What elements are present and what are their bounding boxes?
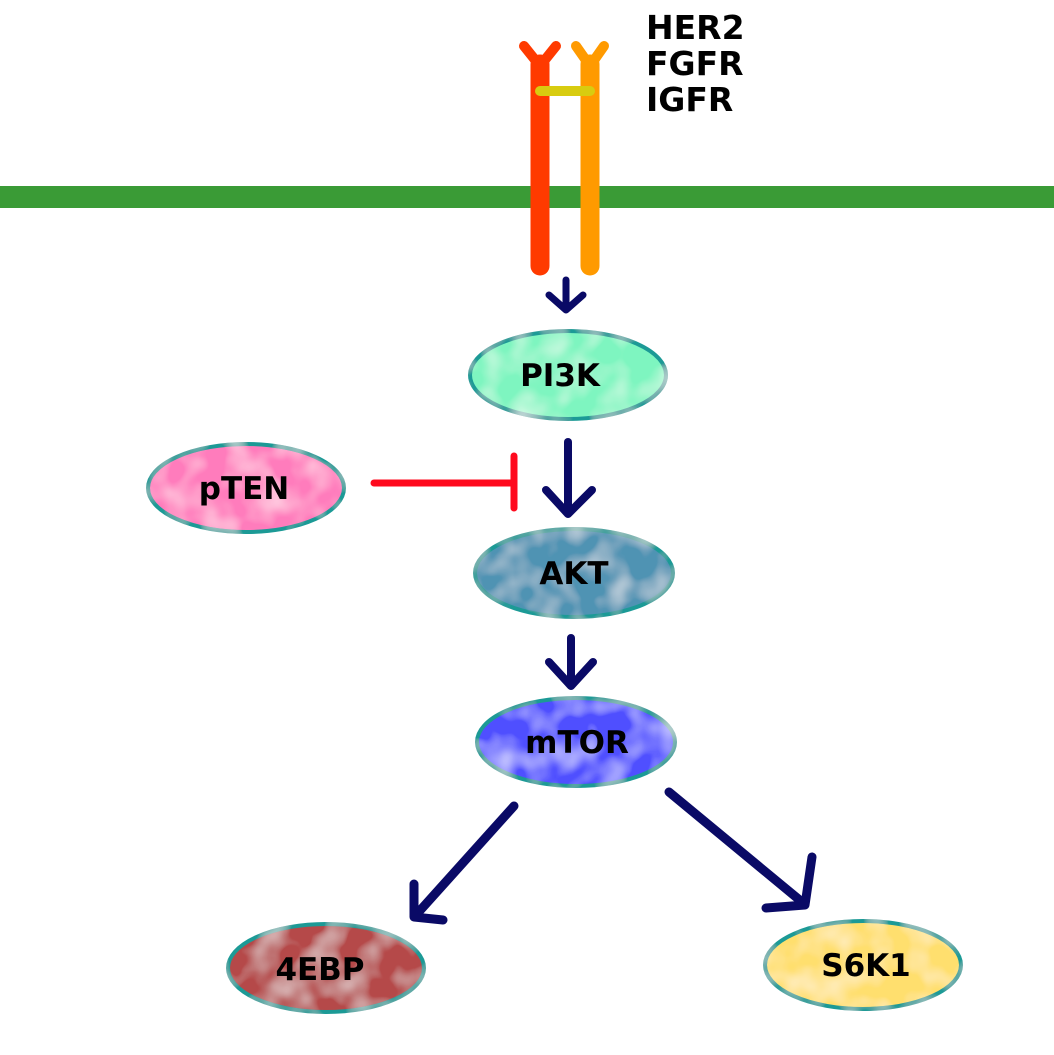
s6k1-ellipse — [763, 919, 963, 1011]
pten-label: pTEN — [199, 471, 289, 507]
receptor-label-igfr: IGFR — [646, 80, 733, 119]
receptor-label-her2: HER2 — [646, 8, 745, 47]
receptor-label-fgfr: FGFR — [646, 44, 744, 83]
akt-label: AKT — [539, 556, 608, 592]
pten-ellipse — [146, 442, 346, 534]
node-pten: pTEN — [146, 442, 346, 534]
inhibition-pten-to-akt — [370, 452, 518, 512]
4ebp-ellipse — [226, 922, 426, 1014]
pi3k-ellipse — [468, 329, 668, 421]
4ebp-label: 4EBP — [275, 952, 364, 988]
receptor-right-ligand-fork — [571, 41, 609, 71]
mtor-label: mTOR — [525, 725, 629, 761]
receptor-left-ligand-fork — [519, 41, 561, 71]
node-4ebp: 4EBP — [226, 922, 426, 1014]
arrow-akt-to-mtor — [545, 634, 597, 690]
mtor-ellipse — [475, 696, 677, 788]
node-akt: AKT — [473, 527, 675, 619]
arrow-pi3k-to-akt — [542, 438, 596, 518]
cell-membrane — [0, 186, 1054, 208]
receptor-dimer — [519, 41, 609, 276]
pi3k-label: PI3K — [520, 358, 601, 394]
akt-ellipse — [473, 527, 675, 619]
s6k1-label: S6K1 — [821, 948, 911, 984]
arrow-receptor-to-pi3k — [545, 276, 587, 314]
node-s6k1: S6K1 — [763, 919, 963, 1011]
arrow-mtor-to-4ebp — [409, 801, 519, 925]
node-pi3k: PI3K — [468, 329, 668, 421]
arrow-mtor-to-s6k1 — [664, 787, 817, 913]
node-mtor: mTOR — [475, 696, 677, 788]
